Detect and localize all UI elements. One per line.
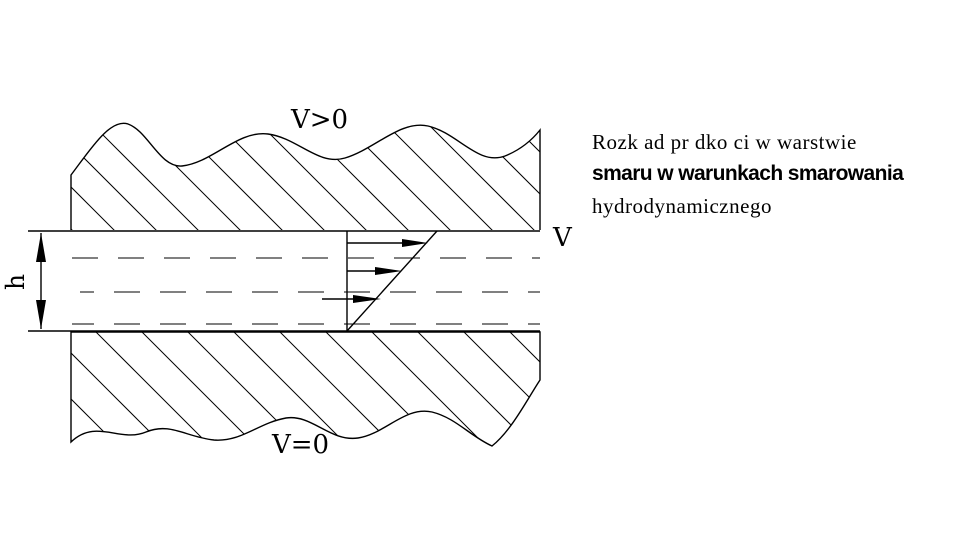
lower-surface-hatching (0, 320, 684, 460)
hatch-line (329, 123, 461, 230)
lower-surface (0, 320, 684, 460)
hatch-line (359, 332, 501, 446)
hatch-line (83, 332, 225, 446)
thickness-label: h (1, 274, 30, 290)
hatch-line (71, 123, 125, 230)
hatch-line (71, 123, 167, 230)
dimension-arrow-bottom (36, 300, 46, 329)
caption-line-1: Rozk ad pr dko ci w warstwie (592, 130, 857, 154)
hatch-line (544, 320, 684, 460)
hatch-line (77, 123, 209, 230)
velocity-label: V (552, 223, 573, 253)
hatch-line (497, 332, 540, 446)
hatch-line (455, 123, 540, 230)
hatch-line (413, 123, 540, 230)
caption-line-3: hydrodynamicznego (592, 194, 772, 218)
arrowhead (353, 295, 381, 303)
lower-surface-outline (70, 331, 541, 447)
arrowhead (402, 239, 428, 247)
hatch-line (451, 332, 540, 446)
hatch-line (313, 332, 455, 446)
hatch-line (71, 332, 179, 446)
hatch-line (129, 332, 271, 446)
lower-surface-label: V=0 (271, 430, 329, 460)
caption: Rozk ad pr dko ci w warstwie smaru w war… (592, 126, 972, 222)
hatch-line (71, 332, 133, 446)
hatch-line (0, 110, 40, 240)
velocity-profile (322, 230, 438, 332)
dimension-arrow-top (36, 233, 46, 262)
hatch-line (161, 123, 293, 230)
thickness-dimension (36, 233, 46, 329)
film-layer-lines (72, 257, 540, 325)
hatch-line (0, 320, 40, 460)
upper-surface-outline (70, 122, 541, 230)
profile-gradient (346, 230, 438, 332)
hatch-line (71, 332, 87, 446)
caption-line-2: smaru w warunkach smarowania (592, 162, 904, 185)
upper-surface-label: V>0 (290, 105, 348, 135)
hatch-line (119, 123, 251, 230)
arrowhead (375, 267, 402, 275)
hatch-line (71, 123, 83, 230)
hatch-line (405, 332, 540, 446)
